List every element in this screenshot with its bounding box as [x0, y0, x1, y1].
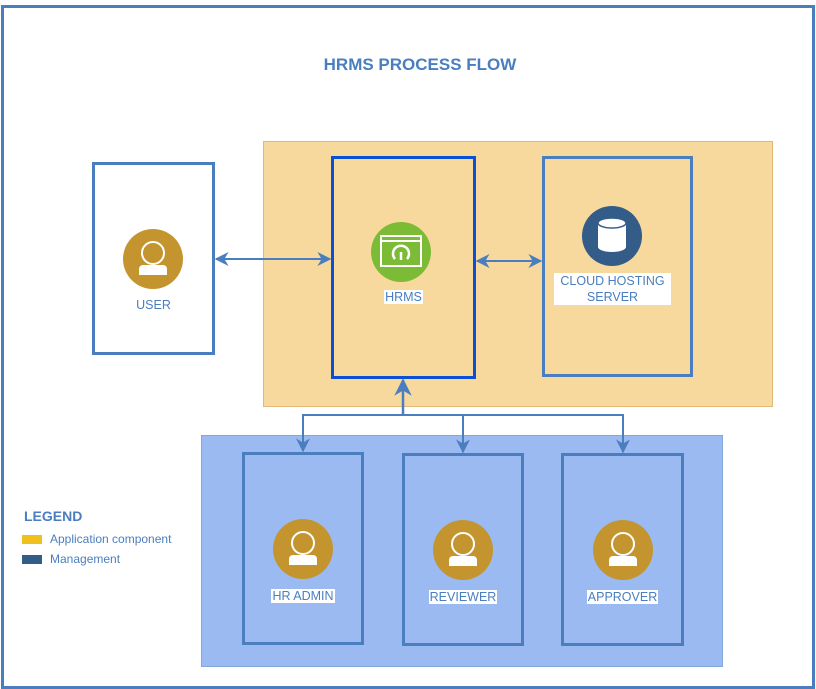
user-icon	[273, 519, 333, 579]
hrms-node[interactable]	[331, 156, 476, 379]
user-icon	[593, 520, 653, 580]
legend-swatch-application	[22, 534, 42, 544]
database-icon	[582, 206, 642, 266]
legend-item-management: Management	[22, 552, 120, 566]
diagram-title: HRMS PROCESS FLOW	[323, 55, 517, 74]
legend-title: LEGEND	[24, 508, 83, 524]
cloud-hosting-server-node[interactable]	[542, 156, 693, 377]
cloud-label-line1: CLOUD HOSTING	[560, 274, 665, 288]
legend-label-management: Management	[50, 552, 121, 566]
reviewer-node[interactable]	[402, 453, 524, 646]
approver-node[interactable]	[561, 453, 684, 646]
user-label: USER	[136, 298, 171, 312]
user-node[interactable]	[92, 162, 215, 355]
reviewer-label: REVIEWER	[428, 590, 498, 604]
application-zone	[263, 141, 773, 407]
cloud-label: CLOUD HOSTING SERVER	[554, 273, 671, 305]
legend-label-application: Application component	[50, 532, 172, 546]
user-icon	[433, 520, 493, 580]
cloud-label-line2: SERVER	[586, 290, 639, 304]
dashboard-app-icon	[371, 222, 431, 282]
hr-admin-node[interactable]	[242, 452, 364, 645]
legend-item-application: Application component	[22, 532, 171, 546]
hr-admin-label: HR ADMIN	[271, 589, 335, 603]
legend-swatch-management	[22, 554, 42, 564]
hrms-label: HRMS	[384, 290, 423, 304]
approver-label: APPROVER	[586, 590, 659, 604]
user-icon	[123, 229, 183, 289]
